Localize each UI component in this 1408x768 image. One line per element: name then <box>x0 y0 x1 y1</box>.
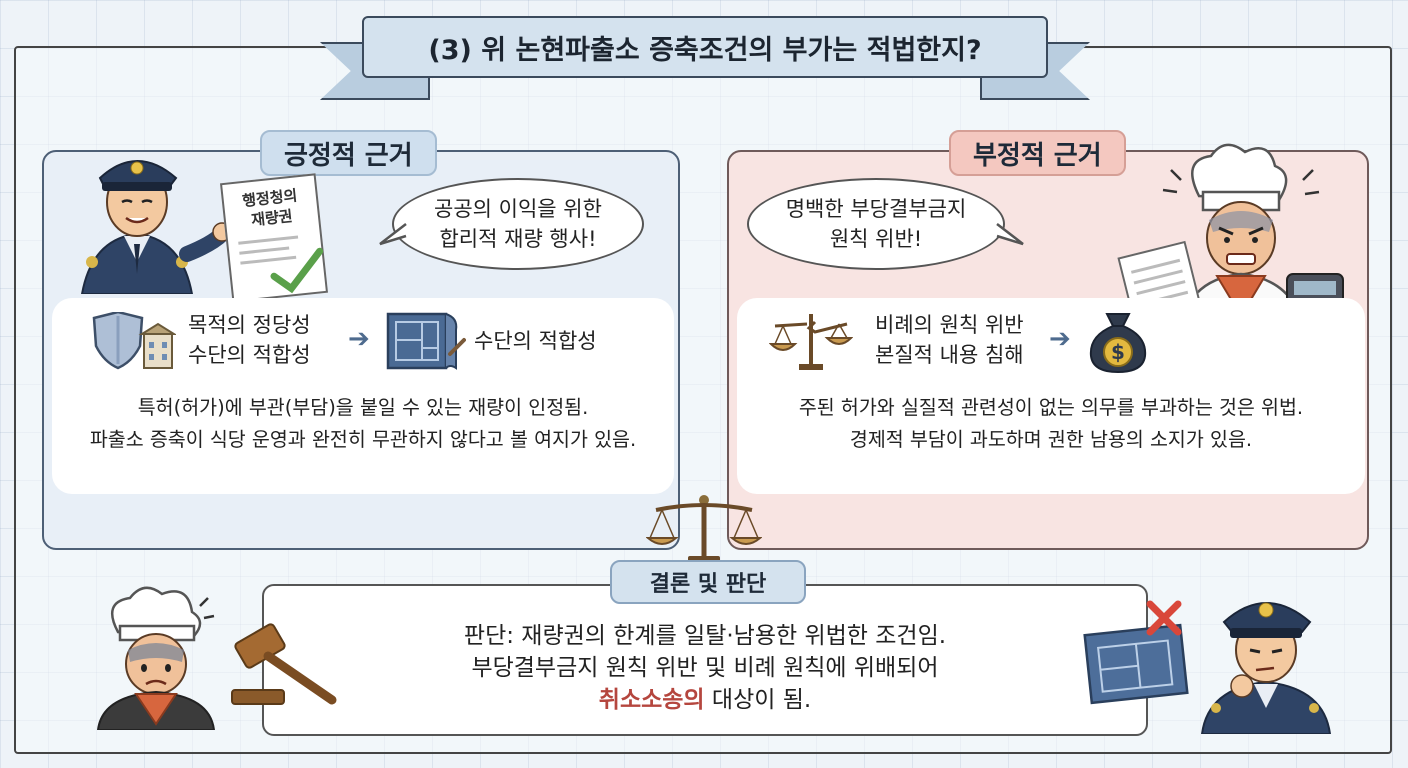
arrow-right-icon-2: ➔ <box>1049 324 1071 354</box>
scale-icon <box>646 495 762 564</box>
money-symbol: $ <box>1111 340 1125 364</box>
positive-flow-left: 목적의 정당성 수단의 적합성 <box>188 310 311 370</box>
money-bag-icon: $ <box>1085 310 1151 374</box>
worried-chef-icon <box>96 586 216 730</box>
conclusion-line-3-rest: 대상이 됨. <box>704 687 812 713</box>
positive-desc-line-2: 파출소 증축이 식당 운영과 완전히 무관하지 않다고 볼 여지가 있음. <box>89 428 637 451</box>
negative-panel: 부정적 근거 명백한 부당결부금지 원칙 위반! <box>727 130 1369 550</box>
gavel-icon <box>231 623 337 705</box>
positive-flow-left-2: 수단의 적합성 <box>188 343 311 367</box>
positive-bubble-line-2: 합리적 재량 행사! <box>439 227 597 251</box>
positive-panel: 긍정적 근거 행정청의 재량권 공공의 이익을 위한 합리적 재량 행사! <box>42 130 680 550</box>
positive-description: 특허(허가)에 부관(부담)을 붙일 수 있는 재량이 인정됨. 파출소 증축이… <box>52 392 674 456</box>
negative-bubble-line-1: 명백한 부당결부금지 <box>785 197 967 221</box>
conclusion-text: 판단: 재량권의 한계를 일탈·남용한 위법한 조건임. 부당결부금지 원칙 위… <box>264 620 1146 716</box>
conclusion-line-1: 판단: 재량권의 한계를 일탈·남용한 위법한 조건임. <box>463 623 947 649</box>
negative-bubble-line-2: 원칙 위반! <box>829 227 923 251</box>
document-check-icon: 행정청의 재량권 <box>219 173 329 303</box>
page-title: (3) 위 논현파출소 증축조건의 부가는 적법한지? <box>362 16 1048 78</box>
positive-content-box: 목적의 정당성 수단의 적합성 ➔ 수단의 적합성 특허(허가)에 부관(부담)… <box>52 298 674 494</box>
thinking-police-icon <box>1200 602 1332 734</box>
positive-bubble-line-1: 공공의 이익을 위한 <box>434 197 602 221</box>
police-officer-icon <box>80 160 232 294</box>
rejected-blueprint-icon <box>1083 600 1189 705</box>
positive-flow-left-1: 목적의 정당성 <box>188 313 311 337</box>
conclusion-box: 결론 및 판단 판단: 재량권의 한계를 일탈·남용한 위법한 조건임. 부당결… <box>262 560 1148 736</box>
title-banner: (3) 위 논현파출소 증축조건의 부가는 적법한지? <box>320 10 1090 110</box>
negative-flow-left-2: 본질적 내용 침해 <box>875 343 1024 367</box>
negative-bubble-tail <box>996 223 1024 246</box>
positive-tag: 긍정적 근거 <box>260 130 437 176</box>
negative-desc-line-2: 경제적 부담이 과도하며 권한 남용의 소지가 있음. <box>849 428 1253 451</box>
negative-content-box: 비례의 원칙 위반 본질적 내용 침해 ➔ $ 주된 허가와 실질적 관련성이 … <box>737 298 1365 494</box>
positive-speech-bubble: 공공의 이익을 위한 합리적 재량 행사! <box>392 178 644 270</box>
conclusion-tag: 결론 및 판단 <box>610 560 806 604</box>
negative-flow-left-1: 비례의 원칙 위반 <box>875 313 1024 337</box>
negative-description: 주된 허가와 실질적 관련성이 없는 의무를 부과하는 것은 위법. 경제적 부… <box>737 392 1365 456</box>
conclusion-highlight: 취소소송의 <box>598 687 705 713</box>
positive-bubble-tail <box>379 223 407 246</box>
negative-desc-line-1: 주된 허가와 실질적 관련성이 없는 의무를 부과하는 것은 위법. <box>798 396 1304 419</box>
blueprint-icon <box>386 312 466 370</box>
shield-building-icon <box>92 312 176 370</box>
negative-speech-bubble: 명백한 부당결부금지 원칙 위반! <box>747 178 1005 270</box>
negative-flow-left: 비례의 원칙 위반 본질적 내용 침해 <box>875 310 1024 370</box>
conclusion-line-2: 부당결부금지 원칙 위반 및 비례 원칙에 위배되어 <box>471 655 939 681</box>
positive-flow-right: 수단의 적합성 <box>474 329 597 353</box>
broken-scale-icon <box>769 314 853 370</box>
arrow-right-icon: ➔ <box>348 324 370 354</box>
conclusion-line-3: 취소소송의 대상이 됨. <box>264 684 1146 716</box>
positive-desc-line-1: 특허(허가)에 부관(부담)을 붙일 수 있는 재량이 인정됨. <box>137 396 589 419</box>
negative-tag: 부정적 근거 <box>949 130 1126 176</box>
